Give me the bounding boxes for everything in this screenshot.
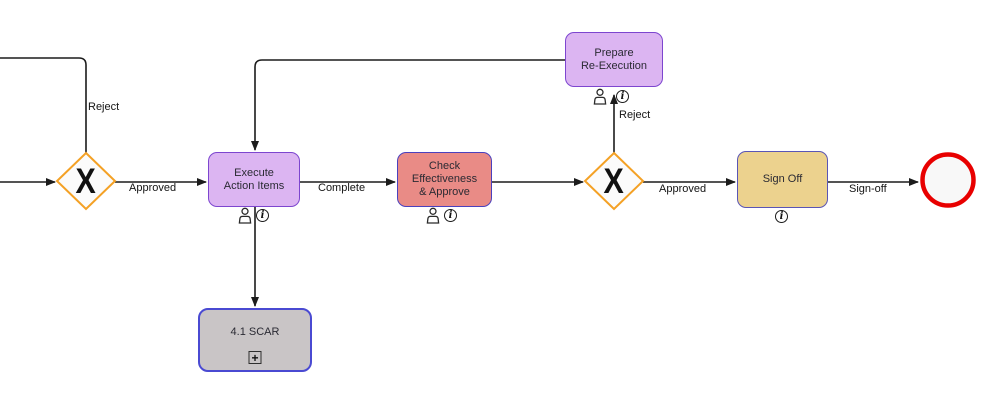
person-icon xyxy=(426,207,440,224)
exclusive-gateway-2[interactable] xyxy=(583,151,645,211)
task-label-line: Effectiveness xyxy=(411,173,478,185)
task-label-line: Check xyxy=(428,160,461,172)
subprocess-label: 4.1 SCAR xyxy=(230,326,280,338)
edge-label-reject-2: Reject xyxy=(619,109,651,121)
edge-label-reject-1: Reject xyxy=(88,101,120,113)
task-label-line: Action Items xyxy=(223,179,285,192)
task-sign-off[interactable]: Sign Off xyxy=(737,151,828,208)
task-label-line: Re-Execution xyxy=(580,59,648,72)
task-execute-action-items[interactable]: Execute Action Items xyxy=(208,152,300,207)
person-icon xyxy=(593,88,607,105)
flow-prepare-to-execute[interactable] xyxy=(251,59,565,151)
person-icon xyxy=(238,207,252,224)
task-check-effectiveness-approve[interactable]: Check Effectiveness & Approve xyxy=(397,152,492,207)
edge-label-complete: Complete xyxy=(318,182,366,194)
task-label-line: Sign Off xyxy=(762,173,803,185)
task-label-line: Execute xyxy=(234,166,274,179)
info-icon: i xyxy=(444,209,457,222)
subprocess-scar[interactable]: 4.1 SCAR + xyxy=(198,308,312,372)
edge-label-sign-off: Sign-off xyxy=(849,183,887,195)
info-icon: i xyxy=(256,209,269,222)
edge-label-approved-2: Approved xyxy=(659,183,707,195)
edge-label-approved-1: Approved xyxy=(129,182,177,194)
exclusive-gateway-1[interactable] xyxy=(55,151,117,211)
end-event[interactable] xyxy=(920,152,976,208)
task-prepare-re-execution[interactable]: Prepare Re-Execution xyxy=(565,32,663,87)
info-icon: i xyxy=(616,90,629,103)
subprocess-expand-icon[interactable]: + xyxy=(248,351,262,364)
task-label-line: & Approve xyxy=(419,186,470,198)
flow-reject-to-offscreen[interactable] xyxy=(0,57,87,153)
info-icon: i xyxy=(775,210,788,223)
task-label-line: Prepare xyxy=(594,46,634,59)
